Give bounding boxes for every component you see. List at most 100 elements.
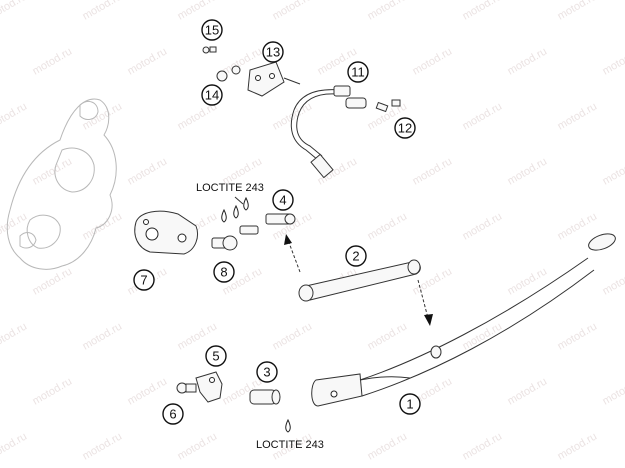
- watermark-text: motod.ru: [176, 0, 220, 23]
- watermark-text: motod.ru: [126, 45, 170, 77]
- callout-14-ring: [201, 84, 223, 106]
- callout-15: 15: [201, 19, 223, 41]
- part-13-switch-bracket: [247, 61, 301, 97]
- watermark-text: motod.ru: [31, 265, 75, 297]
- callout-12-label: 12: [398, 121, 412, 136]
- watermark-text: motod.ru: [601, 45, 625, 77]
- callout-6-label: 6: [169, 407, 176, 422]
- callout-2: 2: [345, 245, 367, 267]
- part-5-bracket: [195, 371, 223, 403]
- watermark-text: motod.ru: [556, 100, 600, 132]
- loctite-top-leader: [234, 196, 244, 205]
- watermark-text: motod.ru: [0, 430, 29, 462]
- callout-6-ring: [162, 403, 184, 425]
- watermark-text: motod.ru: [31, 45, 75, 77]
- callout-1: 1: [399, 393, 421, 415]
- watermark-text: motod.ru: [271, 320, 315, 352]
- callout-5-ring: [205, 345, 227, 367]
- callout-13: 13: [262, 41, 284, 63]
- watermark-text: motod.ru: [81, 100, 125, 132]
- callout-5-label: 5: [212, 349, 219, 364]
- watermark-text: motod.ru: [506, 45, 550, 77]
- watermark-text: motod.ru: [601, 265, 625, 297]
- watermark-text: motod.ru: [411, 155, 455, 187]
- callout-7-ring: [133, 269, 155, 291]
- part-15-screw: [202, 46, 217, 54]
- callout-1-label: 1: [406, 397, 413, 412]
- watermark-text: motod.ru: [176, 430, 220, 462]
- callout-8: 8: [213, 261, 235, 283]
- watermark-text: motod.ru: [601, 375, 625, 407]
- callout-13-ring: [262, 41, 284, 63]
- callout-2-label: 2: [352, 249, 359, 264]
- callout-12-ring: [394, 117, 416, 139]
- part-1-side-stand: [311, 233, 616, 407]
- engine-case-outline: [6, 98, 117, 270]
- callout-4-label: 4: [279, 193, 286, 208]
- part-2-spring: [298, 259, 421, 302]
- loctite-note-bottom: LOCTITE 243: [256, 439, 324, 451]
- watermark-text: motod.ru: [506, 155, 550, 187]
- callout-14: 14: [201, 84, 223, 106]
- callout-4: 4: [272, 189, 294, 211]
- callout-15-ring: [201, 19, 223, 41]
- watermark-text: motod.ru: [126, 375, 170, 407]
- watermark-text: motod.ru: [0, 210, 29, 242]
- watermark-text: motod.ru: [366, 210, 410, 242]
- watermark-text: motod.ru: [81, 210, 125, 242]
- watermark-text: motod.ru: [556, 0, 600, 23]
- watermark-text: motod.ru: [366, 0, 410, 23]
- callout-11-ring: [347, 61, 369, 83]
- watermark-text: motod.ru: [366, 320, 410, 352]
- watermark-text: motod.ru: [601, 155, 625, 187]
- watermark-text: motod.ru: [31, 375, 75, 407]
- callout-8-ring: [213, 261, 235, 283]
- watermark-text: motod.ru: [366, 430, 410, 462]
- callout-4-ring: [272, 189, 294, 211]
- watermark-text: motod.ru: [271, 0, 315, 23]
- watermark-text: motod.ru: [461, 0, 505, 23]
- part-14-nut: [216, 65, 241, 82]
- callout-2-ring: [345, 245, 367, 267]
- part-11-cable: [290, 85, 367, 179]
- loctite-drop-bottom: [285, 418, 291, 433]
- watermark-text: motod.ru: [81, 320, 125, 352]
- watermark-text: motod.ru: [126, 155, 170, 187]
- callout-8-label: 8: [220, 265, 227, 280]
- watermark-text: motod.ru: [81, 430, 125, 462]
- watermark-text: motod.ru: [0, 320, 29, 352]
- callout-12: 12: [394, 117, 416, 139]
- callout-7-label: 7: [140, 273, 147, 288]
- watermark-text: motod.ru: [506, 375, 550, 407]
- watermark-text: motod.ru: [461, 320, 505, 352]
- watermark-text: motod.ru: [556, 430, 600, 462]
- callout-3-label: 3: [263, 365, 270, 380]
- callout-7: 7: [133, 269, 155, 291]
- loctite-drops-top: [221, 196, 249, 223]
- callout-14-label: 14: [205, 88, 219, 103]
- callout-1-ring: [399, 393, 421, 415]
- watermark-text: motod.ru: [31, 155, 75, 187]
- watermark-text: motod.ru: [461, 100, 505, 132]
- callout-15-label: 15: [205, 23, 219, 38]
- loctite-note-top: LOCTITE 243: [196, 182, 264, 194]
- part-12-screws: [375, 99, 401, 113]
- callout-6: 6: [162, 403, 184, 425]
- watermark-text: motod.ru: [556, 320, 600, 352]
- part-8-bolts: [211, 225, 259, 251]
- callout-11: 11: [347, 61, 369, 83]
- callout-5: 5: [205, 345, 227, 367]
- watermark-text: motod.ru: [0, 100, 29, 132]
- part-6-screw: [176, 382, 197, 394]
- assembly-arrows: [284, 234, 433, 326]
- callout-11-label: 11: [351, 65, 365, 80]
- watermark-text: motod.ru: [506, 265, 550, 297]
- part-4-sensor: [265, 213, 296, 225]
- watermark-text: motod.ru: [81, 0, 125, 23]
- watermark-text: motod.ru: [461, 430, 505, 462]
- part-3-bushing: [249, 389, 281, 405]
- watermark-text: motod.ru: [411, 45, 455, 77]
- watermark-text: motod.ru: [556, 210, 600, 242]
- callout-3: 3: [256, 361, 278, 383]
